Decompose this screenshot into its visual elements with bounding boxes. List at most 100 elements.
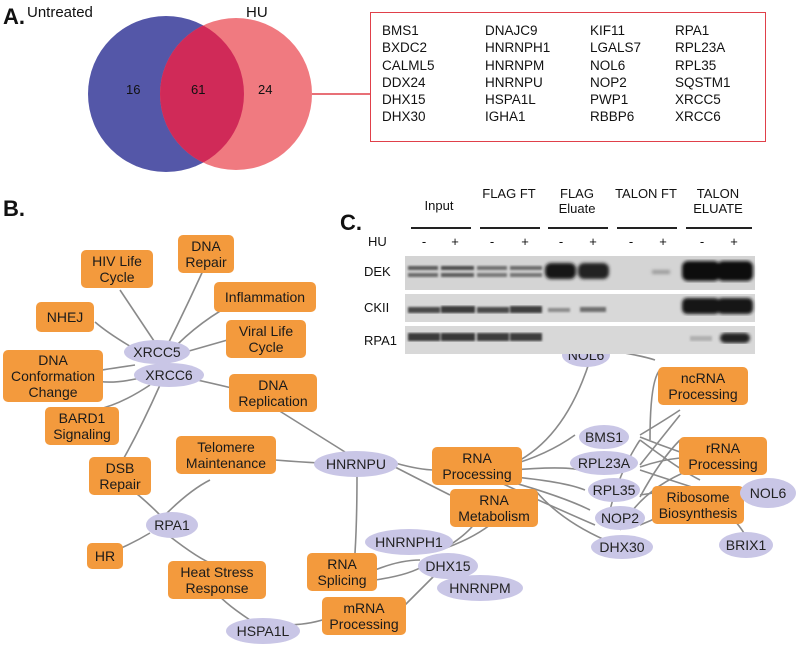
panel-c-label: C. (340, 210, 362, 235)
protein-node: RPL35 (588, 478, 640, 502)
gene: HNRNPH1 (485, 40, 551, 56)
edge (639, 439, 681, 498)
process-node: RNA Metabolism (450, 489, 538, 527)
lane-divider (480, 227, 540, 229)
process-node: DNA Conformation Change (3, 350, 103, 402)
protein-node: DHX15 (418, 553, 478, 579)
gene-list-box: BMS1 BXDC2 CALML5 DDX24 DHX15 DHX30 DNAJ… (370, 12, 766, 142)
gene: BMS1 (382, 23, 419, 38)
blot-row-label: DEK (364, 264, 391, 279)
gene: BXDC2 (382, 40, 428, 56)
venn-left-label: Untreated (27, 4, 93, 21)
hu-row-label: HU (368, 234, 387, 249)
hu-marker: + (451, 234, 459, 249)
gene: IGHA1 (485, 109, 526, 125)
blot-column-label: TALON ELUATE (693, 186, 743, 216)
process-node: rRNA Processing (679, 437, 767, 475)
lane-divider (411, 227, 471, 229)
lane-divider (617, 227, 677, 229)
protein-node: HSPA1L (226, 618, 300, 644)
venn-right-count: 24 (258, 82, 273, 97)
gene: HSPA1L (485, 92, 536, 108)
lane-divider (548, 227, 608, 229)
protein-node: HNRNPM (437, 575, 523, 601)
blot-column-label: Input (424, 198, 454, 213)
process-node: NHEJ (36, 302, 94, 332)
edge (639, 414, 681, 466)
hu-marker: - (558, 234, 564, 249)
protein-node: HNRNPH1 (365, 529, 453, 555)
process-node: Inflammation (214, 282, 316, 312)
protein-node: NOP2 (595, 506, 645, 530)
gene: DHX30 (382, 109, 426, 125)
process-node: mRNA Processing (322, 597, 406, 635)
gene: SQSTM1 (675, 74, 731, 90)
hu-marker: - (699, 234, 705, 249)
edge (639, 409, 681, 436)
edge (639, 457, 681, 468)
panel-b-label: B. (3, 196, 25, 221)
edge (534, 489, 606, 541)
edge (374, 559, 421, 571)
gene-column-4: RPA1 RPL23A RPL35 SQSTM1 XRCC5 XRCC6 (675, 22, 731, 126)
gene: DNAJC9 (485, 23, 538, 38)
edge (354, 474, 358, 554)
process-node: DNA Repair (178, 235, 234, 273)
blot-column-label: FLAG Eluate (558, 186, 596, 216)
gene: DHX15 (382, 92, 426, 108)
gene: RPL35 (675, 57, 717, 73)
gene: HNRNPU (485, 74, 543, 90)
process-node: DSB Repair (89, 457, 151, 495)
gene: HNRNPM (485, 57, 545, 73)
gene-column-3: KIF11 LGALS7 NOL6 NOP2 PWP1 RBBP6 (590, 22, 641, 126)
protein-node: RPL23A (570, 451, 638, 475)
protein-node: HNRNPU (314, 451, 398, 477)
process-node: DNA Replication (229, 374, 317, 412)
hu-marker: - (628, 234, 634, 249)
venn-overlap-count: 61 (191, 82, 206, 97)
gene-column-2: DNAJC9 HNRNPH1 HNRNPM HNRNPU HSPA1L IGHA… (485, 22, 550, 126)
protein-node: NOL6 (740, 478, 796, 508)
venn-overlap (160, 18, 244, 170)
protein-node: BRIX1 (719, 532, 773, 558)
hu-marker: - (489, 234, 495, 249)
protein-node: XRCC5 (124, 340, 190, 364)
edge (394, 466, 451, 496)
process-node: BARD1 Signaling (45, 407, 119, 445)
venn-right-label: HU (246, 4, 268, 21)
gene: LGALS7 (590, 40, 642, 56)
gene: XRCC6 (675, 109, 721, 125)
gene: NOP2 (590, 74, 627, 90)
hu-marker: + (730, 234, 738, 249)
protein-node: DHX30 (591, 535, 653, 559)
process-node: RNA Splicing (307, 553, 377, 591)
hu-marker: + (659, 234, 667, 249)
gene: PWP1 (590, 92, 629, 108)
edge (164, 479, 211, 516)
process-node: HIV Life Cycle (81, 250, 153, 288)
panel-a-label: A. (3, 4, 25, 29)
blot-column-label: FLAG FT (482, 186, 536, 201)
edge (639, 439, 701, 481)
gene: RBBP6 (590, 109, 635, 125)
process-node: Ribosome Biosynthesis (652, 486, 744, 524)
gene: DDX24 (382, 74, 426, 90)
hu-marker: + (589, 234, 597, 249)
gene: RPL23A (675, 40, 726, 56)
gene: NOL6 (590, 57, 626, 73)
process-node: Viral Life Cycle (226, 320, 306, 358)
gene: XRCC5 (675, 92, 721, 108)
edge (639, 436, 681, 453)
lane-divider (686, 227, 752, 229)
process-node: ncRNA Processing (658, 367, 748, 405)
gene: RPA1 (675, 23, 710, 38)
hu-marker: + (521, 234, 529, 249)
process-node: Telomere Maintenance (176, 436, 276, 474)
hu-marker: - (421, 234, 427, 249)
protein-node: RPA1 (146, 512, 198, 538)
gene: CALML5 (382, 57, 435, 73)
process-node: HR (87, 543, 123, 569)
blot-row-label: RPA1 (364, 333, 397, 348)
